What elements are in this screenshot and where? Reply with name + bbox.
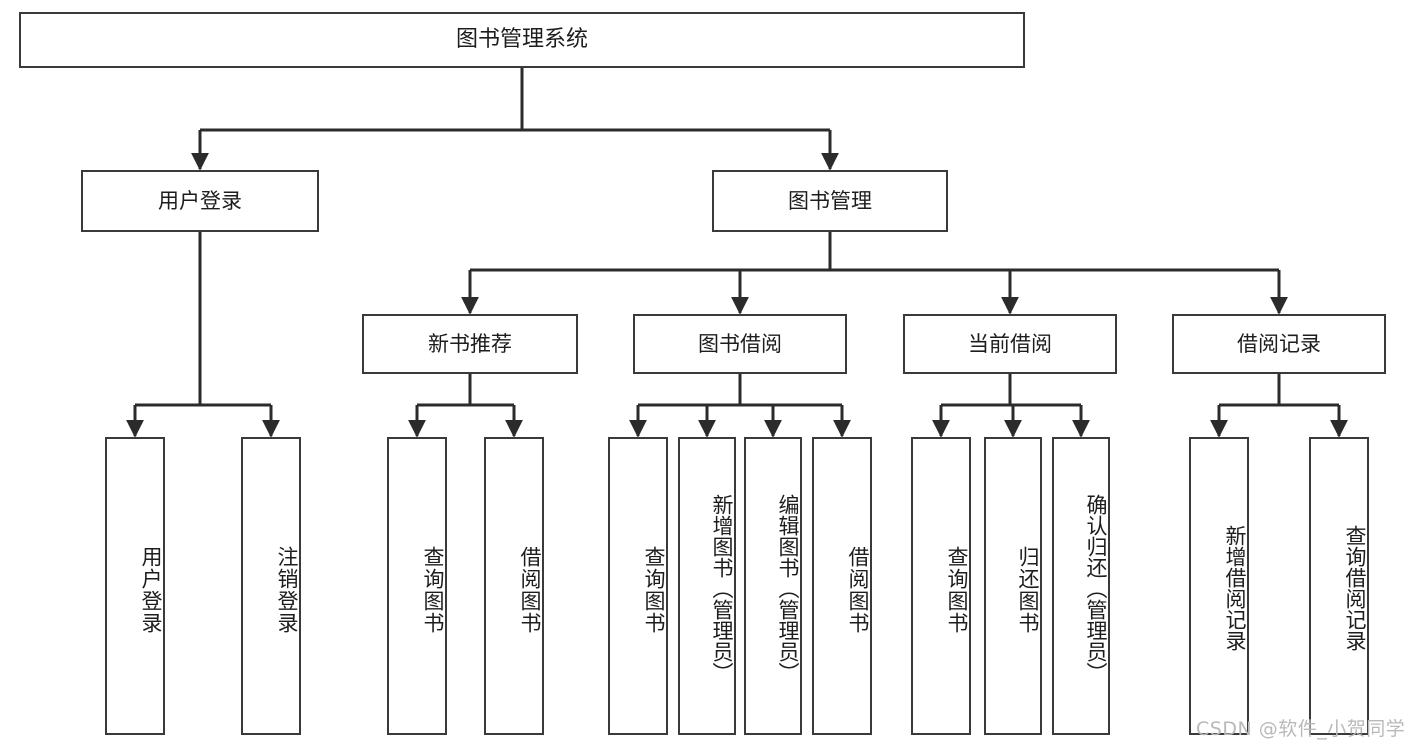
node-root-library-management-system[interactable]: 图书管理系统 (19, 12, 1025, 68)
leaf-return-book[interactable]: 归还图书 (984, 437, 1042, 735)
leaf-borrow-book[interactable]: 借阅图书 (812, 437, 872, 735)
leaf-add-borrow-record[interactable]: 新增借阅记录 (1189, 437, 1249, 735)
node-user-login[interactable]: 用户登录 (81, 170, 319, 232)
leaf-query-book-current[interactable]: 查询图书 (911, 437, 971, 735)
node-current-borrow[interactable]: 当前借阅 (903, 314, 1117, 374)
leaf-edit-book-admin[interactable]: 编辑图书（管理员） (744, 437, 802, 735)
leaf-query-book-borrow[interactable]: 查询图书 (608, 437, 668, 735)
csdn-watermark: CSDN @软件_小贺同学 (1196, 718, 1405, 740)
leaf-query-book-recommend[interactable]: 查询图书 (387, 437, 447, 735)
leaf-query-borrow-record[interactable]: 查询借阅记录 (1309, 437, 1369, 735)
leaf-borrow-book-recommend[interactable]: 借阅图书 (484, 437, 544, 735)
node-new-book-recommend[interactable]: 新书推荐 (362, 314, 578, 374)
leaf-user-login[interactable]: 用户登录 (105, 437, 165, 735)
leaf-add-book-admin[interactable]: 新增图书（管理员） (678, 437, 736, 735)
leaf-confirm-return-admin[interactable]: 确认归还（管理员） (1052, 437, 1110, 735)
node-book-management[interactable]: 图书管理 (712, 170, 948, 232)
node-book-borrow[interactable]: 图书借阅 (633, 314, 847, 374)
node-borrow-record[interactable]: 借阅记录 (1172, 314, 1386, 374)
leaf-logout-login[interactable]: 注销登录 (241, 437, 301, 735)
